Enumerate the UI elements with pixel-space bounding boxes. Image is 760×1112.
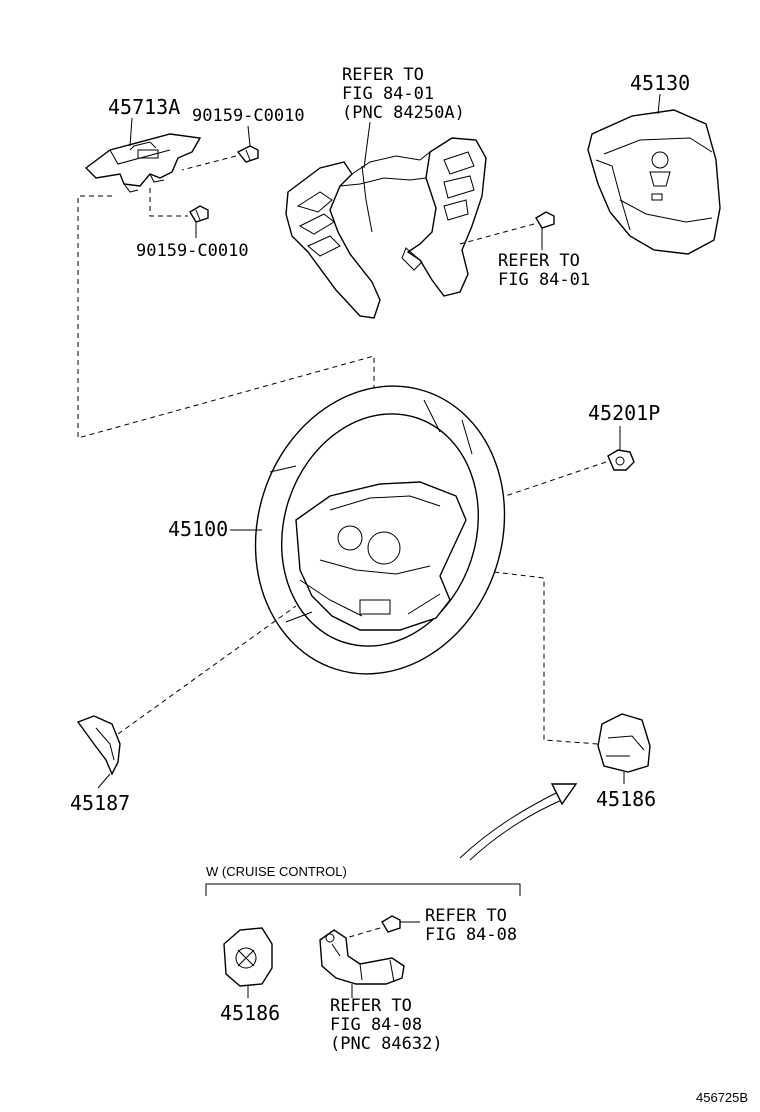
label-90159-bottom: 90159-C0010 — [136, 241, 249, 261]
label-45130: 45130 — [630, 71, 690, 95]
label-90159-top: 90159-C0010 — [192, 106, 305, 126]
part-45130-airbag[interactable] — [587, 109, 721, 255]
ref-cruise-switch-line3: (PNC 84632) — [330, 1034, 443, 1054]
ref-top-center-line3: (PNC 84250A) — [342, 103, 465, 123]
part-45713a-bracket[interactable] — [84, 133, 202, 193]
part-45186-bottom-cover[interactable] — [223, 927, 273, 987]
figure-id: 456725B — [696, 1090, 748, 1105]
steering-switch-housing[interactable] — [285, 137, 487, 319]
part-45187-cover[interactable] — [76, 715, 121, 776]
ref-cruise-switch-line2: FIG 84-08 — [330, 1015, 422, 1035]
section-cruise-control-bracket — [205, 883, 521, 896]
part-45201p-nut[interactable] — [607, 449, 635, 471]
ref-cruise-switch-line1: REFER TO — [330, 996, 412, 1016]
cruise-control-switch[interactable] — [319, 929, 405, 985]
label-45100: 45100 — [168, 517, 228, 541]
ref-cruise-screw-line2: FIG 84-08 — [425, 925, 517, 945]
screw-90159-bottom[interactable] — [189, 205, 209, 223]
screw-refer-fig-84-01[interactable] — [535, 211, 555, 229]
screw-90159-top[interactable] — [236, 145, 259, 163]
part-45100-steering-wheel[interactable] — [219, 353, 541, 706]
ref-cruise-screw-line1: REFER TO — [425, 906, 507, 926]
label-45713a: 45713A — [108, 95, 180, 119]
ref-top-center-line1: REFER TO — [342, 65, 424, 85]
part-45186-right-cover[interactable] — [597, 713, 651, 773]
arrow-indicator — [459, 783, 578, 861]
label-45186-bottom: 45186 — [220, 1001, 280, 1025]
ref-right-line2: FIG 84-01 — [498, 270, 590, 290]
label-45186-right: 45186 — [596, 787, 656, 811]
ref-top-center-line2: FIG 84-01 — [342, 84, 434, 104]
label-45201p: 45201P — [588, 401, 660, 425]
label-45187: 45187 — [70, 791, 130, 815]
cruise-control-screw[interactable] — [381, 915, 401, 933]
ref-right-line1: REFER TO — [498, 251, 580, 271]
section-cruise-control-label: W (CRUISE CONTROL) — [206, 864, 347, 879]
